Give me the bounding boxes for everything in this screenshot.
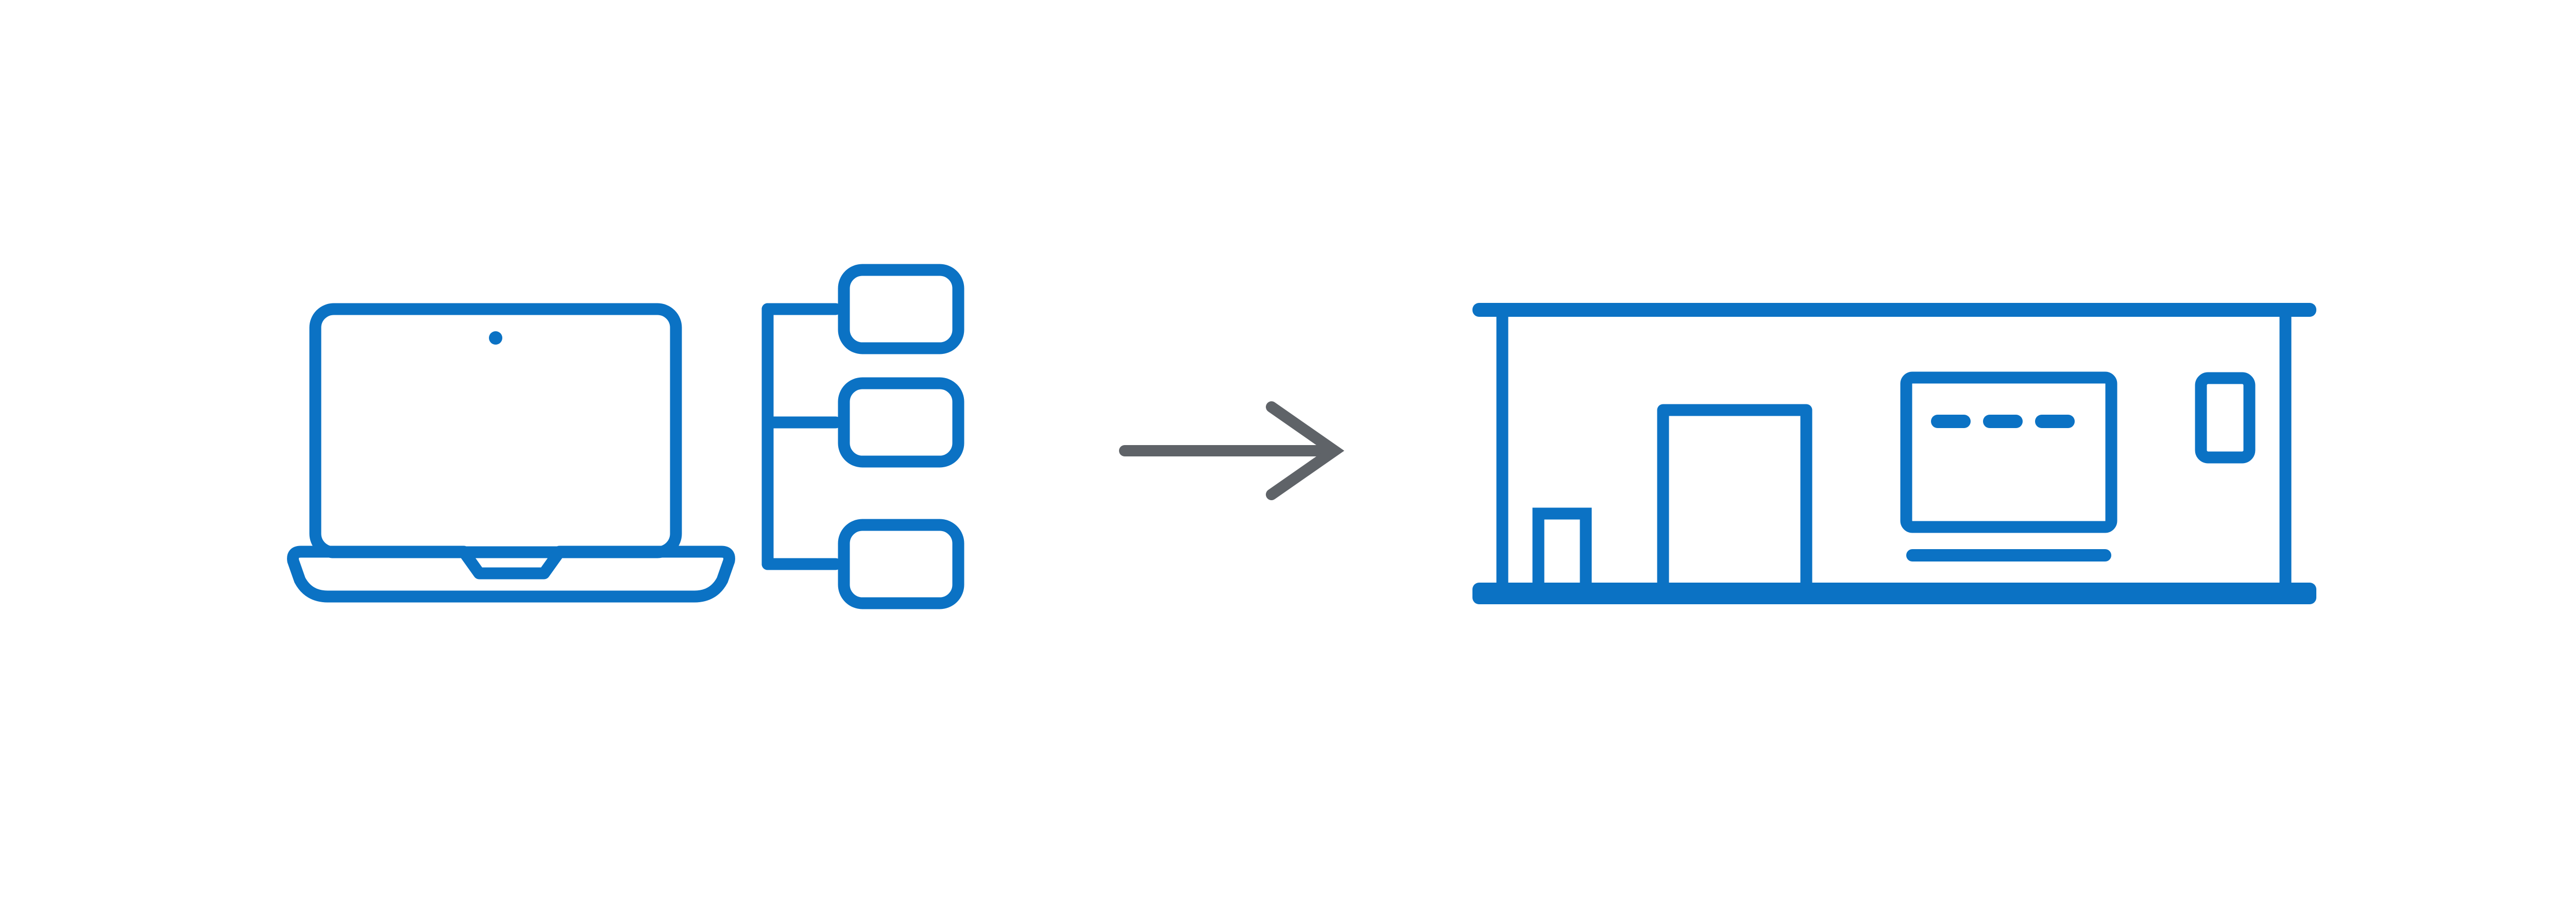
data-center-building-icon	[1472, 303, 2316, 604]
laptop-base	[287, 546, 735, 603]
laptop-icon	[287, 303, 735, 603]
arrow-right-icon	[1119, 401, 1345, 500]
tree-node-box-1	[838, 264, 964, 354]
rack-short	[1532, 507, 1592, 587]
rack-tall	[1657, 404, 1812, 587]
tree-node-box-3	[838, 519, 964, 609]
tree-node-box-2	[838, 377, 964, 468]
tree-hierarchy-icon	[761, 264, 964, 609]
monitor-panel	[1900, 371, 2117, 533]
arrow-head	[1266, 401, 1345, 500]
laptop-camera-icon	[489, 331, 502, 345]
building-floor	[1472, 583, 2316, 604]
laptop-screen	[309, 303, 682, 558]
building-roof	[1472, 303, 2316, 317]
side-cabinet	[2195, 372, 2256, 464]
